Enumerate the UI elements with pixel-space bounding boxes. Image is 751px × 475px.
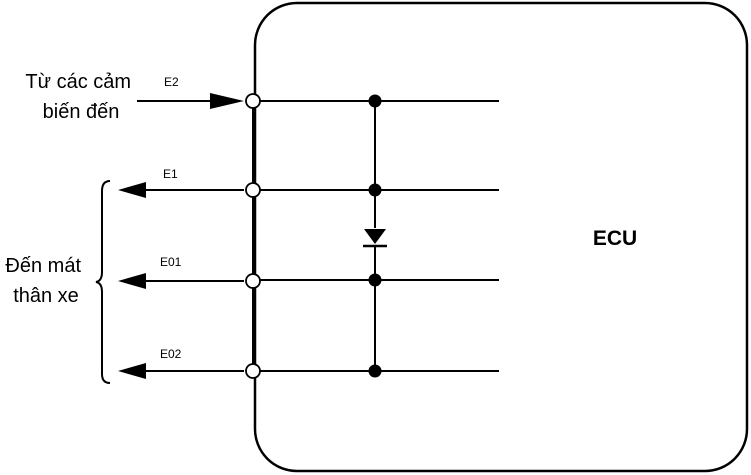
e2-arrow-in (210, 93, 244, 109)
junction-dot-e02 (368, 364, 382, 378)
e1-arrow-out (118, 182, 146, 198)
ground-label-line2: thân xe (13, 285, 79, 307)
diode-symbol (364, 229, 386, 244)
input-label: Từ các cảm biến đến (25, 71, 136, 123)
pin-label-e02: E02 (160, 347, 182, 361)
input-label-line1: Từ các cảm (25, 71, 131, 93)
junction-dot-e01 (368, 273, 382, 287)
ground-label-line1: Đến mát (5, 255, 81, 277)
junction-dot-e2 (368, 94, 382, 108)
ecu-label: ECU (593, 227, 637, 250)
pin-terminal-e01 (245, 273, 261, 289)
junction-dot-e1 (368, 183, 382, 197)
pin-terminal-e1 (245, 182, 261, 198)
pin-terminal-e02 (245, 363, 261, 379)
pin-terminal-e2 (245, 93, 261, 109)
pin-label-e2: E2 (164, 75, 179, 89)
ecu-box (253, 1, 749, 473)
pin-label-e01: E01 (160, 255, 182, 269)
ground-group-brace (95, 180, 111, 384)
e01-arrow-out (118, 273, 146, 289)
pin-label-e1: E1 (163, 167, 178, 181)
ground-label: Đến mát thân xe (5, 255, 86, 307)
e02-arrow-out (118, 363, 146, 379)
input-label-line2: biến đến (43, 101, 120, 123)
